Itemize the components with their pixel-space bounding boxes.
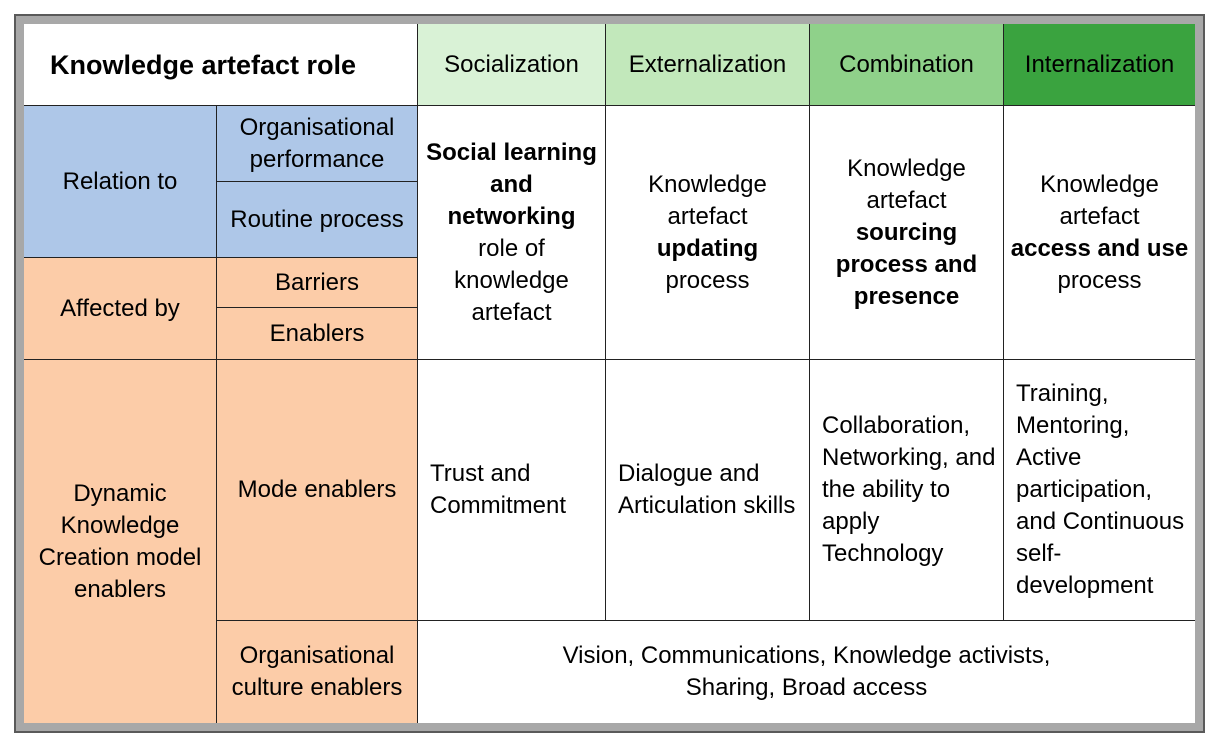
culture-enablers-label: Organisational culture enablers — [231, 642, 403, 701]
row-relation-to: Relation to — [24, 106, 217, 258]
combination-process-pre: Knowledge artefact — [847, 154, 966, 214]
header-externalization: Externalization — [606, 24, 810, 106]
mode-enablers-label: Mode enablers — [237, 476, 397, 503]
header-socialization: Socialization — [418, 24, 606, 106]
internalization-process-post: process — [1057, 266, 1142, 294]
socialization-mode-text: Trust and Commitment — [430, 460, 567, 519]
affected-by-label: Affected by — [60, 294, 180, 322]
knowledge-role-table: Knowledge artefact role Socialization Ex… — [24, 24, 1195, 723]
relation-to-label: Relation to — [62, 167, 178, 195]
cell-internalization-process: Knowledge artefact access and use proces… — [1004, 106, 1195, 360]
cell-combination-process: Knowledge artefact sourcing process and … — [810, 106, 1004, 360]
culture-enablers-text: Vision, Communications, Knowledge activi… — [562, 642, 1051, 701]
table-title-text: Knowledge artefact role — [50, 49, 357, 80]
header-internalization: Internalization — [1004, 24, 1195, 106]
header-combination-label: Combination — [839, 50, 974, 78]
internalization-process-bold: access and use — [1010, 234, 1189, 262]
row-organisational-performance: Organisational performance — [217, 106, 418, 182]
externalization-process-pre: Knowledge artefact — [648, 170, 767, 230]
cell-internalization-mode: Training, Mentoring, Active participatio… — [1004, 360, 1195, 621]
enablers-label: Enablers — [269, 319, 365, 347]
combination-process-bold: sourcing process and presence — [835, 218, 978, 310]
socialization-process-rest: role of knowledge artefact — [454, 234, 569, 326]
row-enablers: Enablers — [217, 308, 418, 360]
cell-socialization-mode: Trust and Commitment — [418, 360, 606, 621]
cell-socialization-process: Social learning and networking role of k… — [418, 106, 606, 360]
barriers-label: Barriers — [274, 268, 359, 296]
row-mode-enablers: Mode enablers — [217, 360, 418, 621]
header-combination: Combination — [810, 24, 1004, 106]
header-internalization-label: Internalization — [1024, 50, 1175, 78]
row-barriers: Barriers — [217, 258, 418, 308]
cell-combination-mode: Collaboration, Networking, and the abili… — [810, 360, 1004, 621]
combination-mode-text: Collaboration, Networking, and the abili… — [822, 412, 996, 567]
row-culture-enablers: Organisational culture enablers — [217, 621, 418, 723]
table-title: Knowledge artefact role — [24, 24, 418, 106]
table-frame: Knowledge artefact role Socialization Ex… — [14, 14, 1205, 733]
row-affected-by: Affected by — [24, 258, 217, 360]
routine-process-label: Routine process — [230, 205, 404, 233]
header-socialization-label: Socialization — [444, 50, 579, 78]
socialization-process-bold: Social learning and networking — [426, 138, 597, 230]
row-routine-process: Routine process — [217, 182, 418, 258]
row-dynamic-model-enablers: Dynamic Knowledge Creation model enabler… — [24, 360, 217, 723]
header-externalization-label: Externalization — [628, 50, 787, 78]
cell-externalization-mode: Dialogue and Articulation skills — [606, 360, 810, 621]
externalization-process-post: process — [665, 266, 750, 294]
internalization-mode-text: Training, Mentoring, Active participatio… — [1016, 380, 1185, 599]
organisational-performance-label: Organisational performance — [239, 113, 395, 173]
externalization-mode-text: Dialogue and Articulation skills — [618, 460, 796, 519]
cell-culture-enablers: Vision, Communications, Knowledge activi… — [418, 621, 1195, 723]
dynamic-model-label: Dynamic Knowledge Creation model enabler… — [38, 479, 202, 603]
internalization-process-pre: Knowledge artefact — [1040, 170, 1159, 230]
externalization-process-bold: updating — [656, 234, 759, 262]
cell-externalization-process: Knowledge artefact updating process — [606, 106, 810, 360]
